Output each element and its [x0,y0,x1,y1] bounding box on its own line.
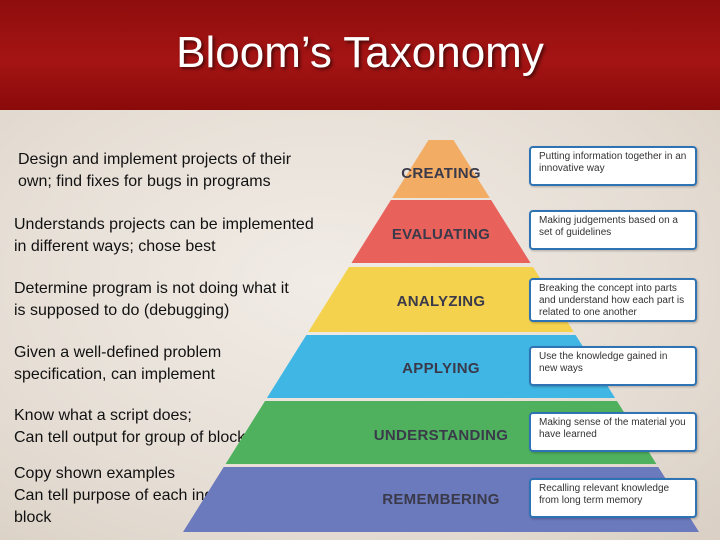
description-evaluating: Understands projects can be implemented … [14,216,314,255]
level-label-understanding: UNDERSTANDING [374,427,508,444]
pyramid-level-creating [392,140,490,198]
level-label-remembering: REMEMBERING [382,491,499,508]
level-label-creating: CREATING [401,165,481,182]
callout-evaluating: Making judgements based on a set of guid… [529,210,697,250]
pyramid-level-applying [266,335,616,398]
description-remembering: Copy shown examples Can tell purpose of … [14,465,259,526]
description-analyzing: Determine program is not doing what it i… [14,280,289,319]
pyramid-level-analyzing [308,267,574,332]
title-bar [0,0,720,110]
slide-title: Bloom’s Taxonomy [176,28,544,77]
description-applying: Given a well-defined problem specificati… [14,344,222,383]
callout-analyzing: Breaking the concept into parts and unde… [529,278,697,322]
pyramid-level-evaluating [351,200,531,263]
callout-applying: Use the knowledge gained in new ways [529,346,697,386]
level-label-analyzing: ANALYZING [397,293,486,310]
callout-remembering: Recalling relevant knowledge from long t… [529,478,697,518]
callout-creating: Putting information together in an innov… [529,146,697,186]
callout-understanding: Making sense of the material you have le… [529,412,697,452]
description-creating: Design and implement projects of their o… [18,151,292,190]
level-label-evaluating: EVALUATING [392,226,490,243]
level-label-applying: APPLYING [402,360,480,377]
